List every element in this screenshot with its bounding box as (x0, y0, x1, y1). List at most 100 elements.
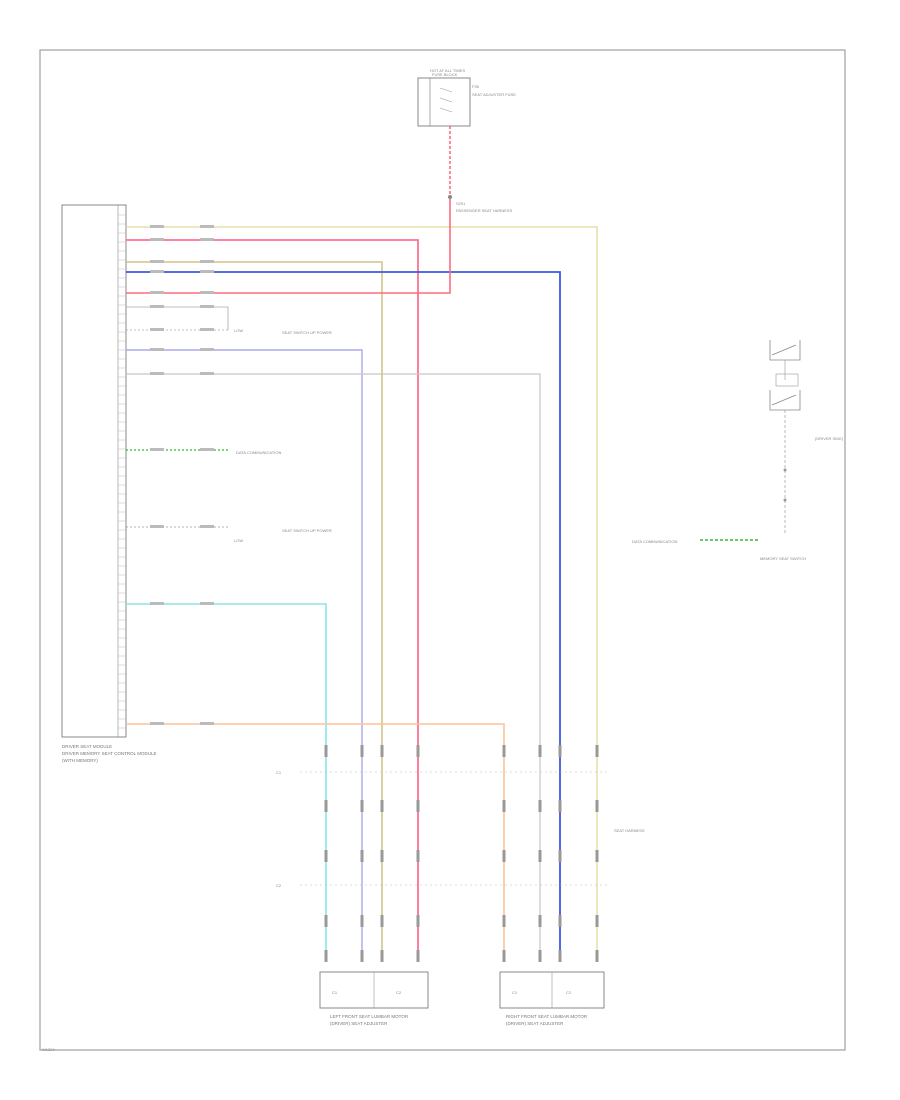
connector-pin-mark (595, 850, 599, 862)
wire-label-mark (200, 348, 214, 351)
connector-pin-mark (324, 915, 328, 927)
connector-pin-mark (380, 950, 384, 962)
left-connector-code-a: C1 (332, 990, 338, 995)
wire-label-mark (200, 372, 214, 375)
inline-connector-1-label: C1 (276, 770, 282, 775)
right-connector-sub: (DRIVER) SEAT ADJUSTER (506, 1021, 564, 1026)
wire-label-mark (200, 225, 214, 228)
connector-pin-mark (558, 745, 562, 757)
wire-label-mark (150, 372, 164, 375)
memory-seat-switch (769, 340, 801, 535)
wire-label-mark (150, 225, 164, 228)
connector-pin-mark (502, 800, 506, 812)
wire-label-mark (150, 328, 164, 331)
connector-pin-mark (324, 800, 328, 812)
ref-low-2: LOW (234, 538, 243, 543)
module-name-line-2: DRIVER MEMORY SEAT CONTROL MODULE (62, 751, 157, 756)
module-name-line-1: DRIVER SEAT MODULE (62, 744, 112, 749)
wire-yellow (126, 226, 598, 960)
module-name-line-3: (WITH MEMORY) (62, 758, 98, 763)
connector-pin-mark (538, 800, 542, 812)
ref-low-1: LOW (234, 328, 243, 333)
fuse-block: HOT AT ALL TIMES FUSE BLOCK F35 SEAT ADJ… (417, 68, 516, 127)
wire-label-mark (200, 525, 214, 528)
connector-pin-mark (595, 745, 599, 757)
harness-label: SEAT HARNESS (614, 828, 645, 833)
wire-label-mark (150, 238, 164, 241)
inline-connector-2-label: C2 (276, 883, 282, 888)
data-comm-2: DATA COMMUNICATION (632, 539, 677, 544)
wire-label-mark (200, 722, 214, 725)
wire-label-mark (200, 328, 214, 331)
connector-pin-mark (324, 950, 328, 962)
connector-pin-mark (380, 915, 384, 927)
connector-pin-mark (324, 850, 328, 862)
right-module-label: MEMORY SEAT SWITCH (760, 556, 806, 561)
connector-pin-mark (595, 800, 599, 812)
wire-cyan (126, 603, 327, 960)
connector-pin-mark (360, 800, 364, 812)
connector-pin-mark (558, 950, 562, 962)
connector-pin-mark (324, 745, 328, 757)
ref-power-2: SEAT SWITCH UP POWER (282, 528, 332, 533)
right-connector-label: RIGHT FRONT SEAT LUMBAR MOTOR (506, 1014, 588, 1019)
connector-pin-mark (538, 950, 542, 962)
right-switch-side-label: (DRIVER SIDE) (815, 436, 844, 441)
wire-label-marks (150, 225, 214, 725)
connector-pin-mark (416, 950, 420, 962)
connector-pin-mark (502, 745, 506, 757)
connector-pin-mark (558, 915, 562, 927)
connector-pin-mark (360, 915, 364, 927)
left-connector-sub: (DRIVER) SEAT ADJUSTER (330, 1021, 388, 1026)
connector-pin-stubs (324, 745, 599, 962)
wire-pink (126, 239, 419, 960)
connector-pin-mark (538, 915, 542, 927)
wire-label-mark (150, 291, 164, 294)
connector-pin-mark (416, 915, 420, 927)
wire-label-mark (150, 260, 164, 263)
connector-pin-mark (380, 850, 384, 862)
wire-label-mark (200, 448, 214, 451)
connector-pin-mark (502, 950, 506, 962)
connector-pin-mark (538, 850, 542, 862)
connector-pin-mark (502, 915, 506, 927)
connector-pin-mark (416, 745, 420, 757)
wire-label-mark (150, 305, 164, 308)
connector-pin-mark (380, 800, 384, 812)
connector-pin-mark (595, 915, 599, 927)
wire-label-mark (200, 291, 214, 294)
fuse-note: SEAT ADJUSTER FUSE (472, 92, 516, 97)
wire-label-mark (150, 602, 164, 605)
fuse-block-label: FUSE BLOCK (432, 72, 458, 77)
driver-seat-module (61, 204, 127, 738)
splice-top-id: S201 (456, 201, 466, 206)
splice-top-dot (448, 195, 452, 199)
connector-pin-mark (416, 800, 420, 812)
wire-light-gray (126, 373, 541, 960)
fuse-id: F35 (472, 84, 480, 89)
connector-pin-mark (380, 745, 384, 757)
splice-top-label: PASSENGER SEAT HARNESS (456, 208, 513, 213)
hot-at-all-times-label: HOT AT ALL TIMES (430, 68, 465, 73)
wire-red (126, 199, 451, 294)
footer-code: W1234 (42, 1047, 55, 1052)
wire-label-mark (200, 238, 214, 241)
connector-pin-mark (595, 950, 599, 962)
wire-label-mark (150, 348, 164, 351)
wire-gray-stub-1 (126, 306, 229, 330)
data-comm-1: DATA COMMUNICATION (236, 450, 281, 455)
wire-tan (126, 261, 383, 960)
left-connector-label: LEFT FRONT SEAT LUMBAR MOTOR (330, 1014, 409, 1019)
wire-label-mark (150, 448, 164, 451)
wire-blue (126, 271, 561, 960)
connector-pin-mark (538, 745, 542, 757)
wire-label-mark (200, 602, 214, 605)
connector-pin-mark (558, 850, 562, 862)
ref-power-1: SEAT SWITCH UP POWER (282, 330, 332, 335)
wire-label-mark (150, 270, 164, 273)
connector-pin-mark (558, 800, 562, 812)
connector-pin-mark (360, 950, 364, 962)
module-pin-ticks (118, 214, 126, 729)
